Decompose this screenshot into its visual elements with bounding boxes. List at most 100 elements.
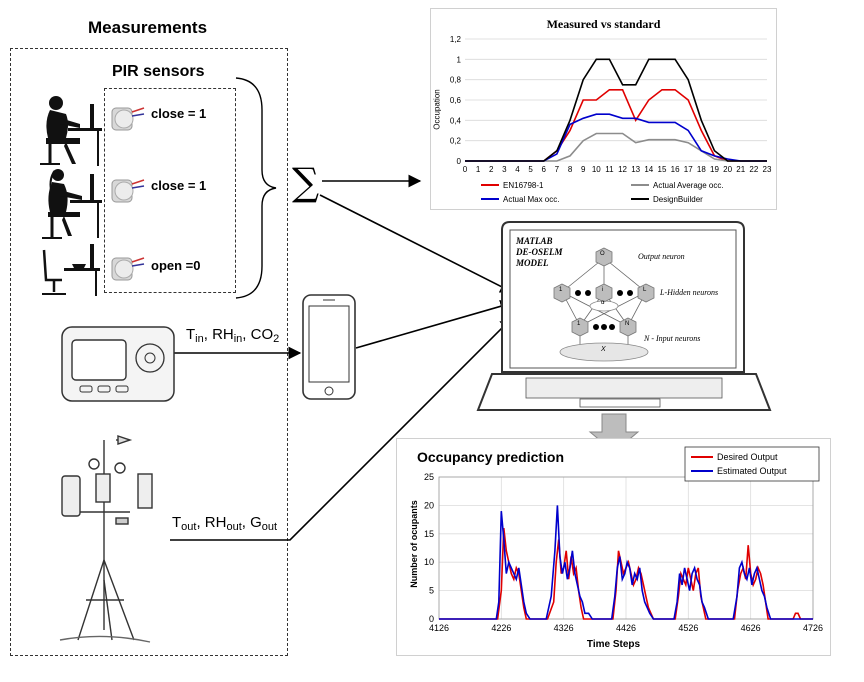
chart1-series-line — [465, 89, 767, 162]
pir-sensor-icon — [111, 257, 145, 281]
occupancy-prediction-chart: Occupancy prediction Number of ocupants … — [396, 438, 831, 656]
pir-state-1: close = 1 — [151, 106, 207, 121]
chart1-xtick-label: 7 — [555, 165, 560, 174]
chart1-xtick-label: 14 — [644, 165, 653, 174]
hidden-neuron-i — [595, 283, 613, 303]
chart1-xtick-label: 17 — [684, 165, 693, 174]
chart1-xtick-label: 22 — [749, 165, 758, 174]
chart1-series-line — [465, 113, 767, 162]
chart1-title: Measured vs standard — [546, 17, 661, 31]
chart2-title: Occupancy prediction — [417, 449, 565, 465]
chart2-xtick-label: 4326 — [554, 623, 574, 633]
pir-state-3: open =0 — [151, 258, 201, 273]
chart1-xtick-label: 9 — [581, 165, 586, 174]
hidden-neuron-1-letter: 1 — [559, 287, 563, 293]
hidden-neuron-l — [637, 283, 655, 303]
chart2-series-line — [439, 505, 813, 620]
chart1-xtick-label: 8 — [568, 165, 573, 174]
chart1-xtick-label: 10 — [592, 165, 601, 174]
chart1-xtick-label: 4 — [515, 165, 520, 174]
pir-sensors-title: PIR sensors — [112, 63, 205, 80]
pir-sensor-icon — [111, 179, 145, 203]
chart1-ytick-label: 1 — [457, 55, 462, 64]
chart1-xtick-label: 18 — [697, 165, 706, 174]
chart2-xtick-label: 4126 — [429, 623, 449, 633]
input-neuron-n — [619, 317, 637, 337]
pir-state-2: close = 1 — [151, 178, 207, 193]
chart2-xtick-label: 4526 — [678, 623, 698, 633]
neuron-dots — [575, 290, 633, 330]
input-neuron-1-letter: 1 — [577, 321, 581, 327]
input-neuron-label: N - Input neurons — [644, 334, 701, 343]
measurements-box — [10, 48, 288, 656]
chart2-xtick-label: 4626 — [741, 623, 761, 633]
sum-symbol: ∑ — [292, 160, 320, 204]
chart2-xtick-label: 4426 — [616, 623, 636, 633]
hidden-neuron-l-letter: L — [643, 287, 647, 293]
chart1-xtick-label: 21 — [736, 165, 745, 174]
chart1-ytick-label: 0 — [457, 157, 462, 166]
input-vector-letter: X — [601, 346, 606, 353]
phone-to-laptop-arrow — [355, 300, 514, 349]
sum-to-laptop-arrow — [319, 194, 514, 293]
person-working-icon — [42, 169, 102, 239]
chart1-xtick-label: 16 — [671, 165, 680, 174]
input-neuron-1 — [571, 317, 589, 337]
chart1-xtick-label: 13 — [631, 165, 640, 174]
weather-to-laptop-arrow — [170, 317, 513, 541]
measurements-title: Measurements — [88, 18, 208, 37]
chart1-ytick-label: 1,2 — [450, 35, 462, 44]
chart2-xtick-label: 4726 — [803, 623, 823, 633]
chart1-xtick-label: 3 — [502, 165, 507, 174]
chart2-legend-box — [684, 446, 820, 482]
chart1-xtick-label: 12 — [618, 165, 627, 174]
chart2-ytick-label: 25 — [424, 472, 434, 482]
chart1-series-line — [465, 58, 767, 162]
chart2-ytick-label: 10 — [424, 557, 434, 567]
chart1-xtick-label: 6 — [542, 165, 547, 174]
indoor-signals-label: Tin, RHin, CO2 — [186, 326, 280, 345]
chart2-ytick-label: 0 — [429, 614, 434, 624]
chart1-legend-label: DesignBuilder — [653, 195, 703, 204]
hidden-neuron-i-letter: i — [602, 287, 604, 293]
chart1-ytick-label: 0,6 — [450, 96, 462, 105]
chart1-xtick-label: 20 — [723, 165, 732, 174]
input-neuron-n-letter: N — [625, 321, 630, 327]
chart2-ytick-label: 15 — [424, 529, 434, 539]
chart1-legend-label: EN16798-1 — [503, 181, 544, 190]
empty-desk-icon — [42, 244, 100, 296]
chart2-plot-frame — [438, 476, 814, 620]
chart1-ytick-label: 0,8 — [450, 76, 462, 85]
neuron-nodes — [553, 247, 655, 337]
chart1-xtick-label: 15 — [658, 165, 667, 174]
chart1-ytick-label: 0,2 — [450, 137, 462, 146]
pir-sensor-group — [104, 88, 236, 293]
chart2-xlabel: Time Steps — [586, 639, 641, 650]
indoor-climate-sensor-icon — [61, 326, 175, 402]
chart1-xtick-label: 5 — [528, 165, 533, 174]
weather-station-icon — [59, 435, 153, 643]
chart1-ytick-label: 0,4 — [450, 116, 462, 125]
chart1-xtick-label: 1 — [476, 165, 481, 174]
person-working-icon — [40, 96, 102, 166]
chart1-xtick-label: 2 — [489, 165, 494, 174]
chart1-xtick-label: 19 — [710, 165, 719, 174]
output-neuron-letter: O — [600, 251, 605, 257]
model-title: MATLAB DE-OSELM MODEL — [516, 236, 563, 268]
hidden-neuron-1 — [553, 283, 571, 303]
sum-brace — [235, 77, 277, 299]
chart2-ytick-label: 5 — [429, 586, 434, 596]
chart2-xtick-label: 4226 — [491, 623, 511, 633]
neural-network-diagram — [559, 257, 649, 362]
chart1-legend-label: Actual Average occ. — [653, 181, 724, 190]
chart2-legend-label: Estimated Output — [717, 466, 787, 476]
chart1-xtick-label: 0 — [463, 165, 468, 174]
outdoor-signals-label: Tout, RHout, Gout — [172, 514, 278, 533]
chart1-legend-label: Actual Max occ. — [503, 195, 559, 204]
smartphone-icon — [302, 294, 356, 400]
chart2-legend-label: Desired Output — [717, 452, 778, 462]
